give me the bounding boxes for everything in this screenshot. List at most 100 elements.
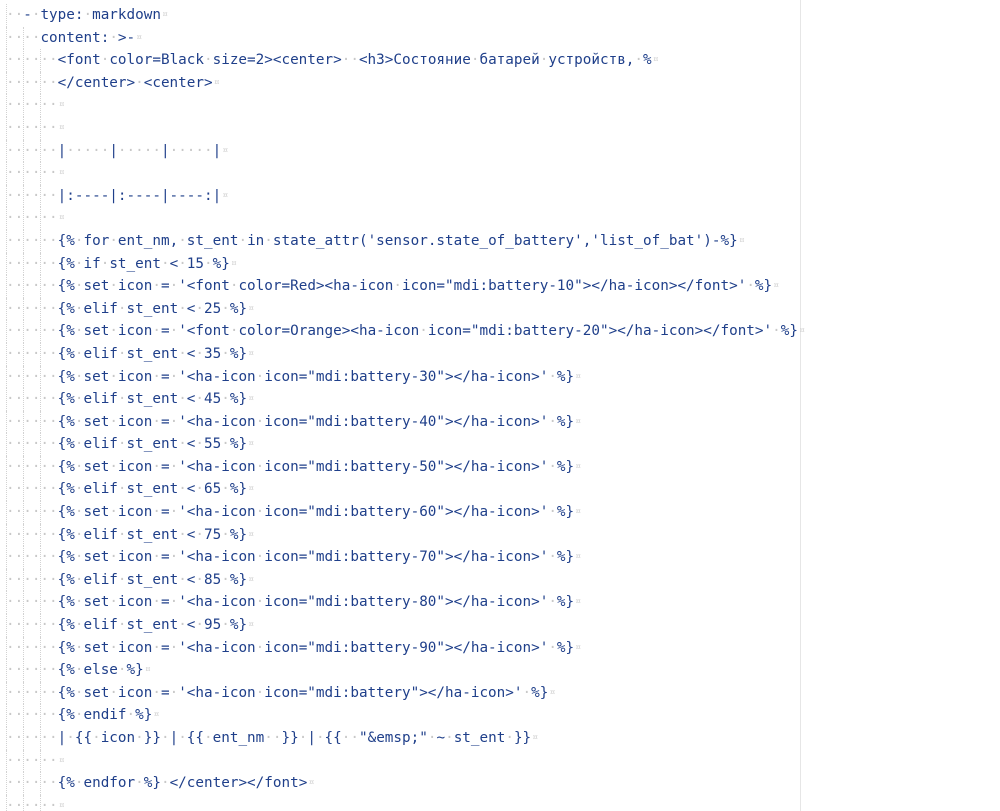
- indent-guide: [23, 320, 25, 343]
- code-line[interactable]: ······{%·elif·st_ent·<·95·%}¤: [6, 614, 805, 637]
- indent-guide: [40, 207, 42, 230]
- indent-guides: [6, 546, 96, 569]
- indent-guide: [23, 342, 25, 366]
- code-line[interactable]: ······¤: [6, 794, 805, 811]
- code-line[interactable]: ······{%·elif·st_ent·<·45·%}¤: [6, 388, 805, 411]
- indent-guide: [40, 568, 42, 592]
- indent-guides: [6, 275, 96, 298]
- code-line[interactable]: ······{%·set·icon·=·'<ha-icon·icon="mdi:…: [6, 501, 805, 524]
- line-text: {%·elif·st_ent·<·55·%}: [57, 436, 248, 453]
- indent-guide: [6, 94, 7, 117]
- leading-whitespace: ··: [6, 7, 24, 23]
- indent-guide: [23, 727, 25, 750]
- indent-guide: [6, 523, 7, 547]
- code-line[interactable]: ······{%·endfor·%}·</center></font>¤: [6, 772, 805, 795]
- indent-guide: [40, 772, 42, 795]
- code-line[interactable]: ······{%·set·icon·=·'<font·color=Red><ha…: [6, 275, 805, 298]
- code-line[interactable]: ······{%·elif·st_ent·<·65·%}¤: [6, 478, 805, 502]
- code-line[interactable]: ······{%·elif·st_ent·<·25·%}¤: [6, 297, 805, 321]
- code-line[interactable]: ······{%·elif·st_ent·<·75·%}¤: [6, 523, 805, 547]
- code-line[interactable]: ······¤: [6, 116, 805, 140]
- code-line[interactable]: ······|·{{·icon·}}·|·{{·ent_nm··}}·|·{{·…: [6, 727, 805, 750]
- indent-guide: [6, 794, 7, 811]
- code-line[interactable]: ······¤: [6, 207, 805, 230]
- code-line[interactable]: ······{%·set·icon·=·'<ha-icon·icon="mdi:…: [6, 546, 805, 569]
- code-line[interactable]: ······{%·set·icon·=·'<ha-icon·icon="mdi:…: [6, 636, 805, 660]
- line-text: {%·endfor·%}·</center></font>: [57, 775, 308, 792]
- indent-guides: [6, 749, 96, 773]
- code-line[interactable]: ······</center>·<center>¤: [6, 71, 805, 95]
- leading-whitespace: ······: [6, 752, 58, 769]
- indent-guides: [6, 365, 96, 389]
- leading-whitespace: ······: [6, 730, 58, 746]
- eol-marker: ¤: [58, 167, 65, 179]
- indent-guide: [6, 275, 7, 298]
- indent-guide: [23, 659, 25, 682]
- indent-guide: [6, 4, 7, 27]
- indent-guides: [6, 297, 96, 321]
- code-line[interactable]: ······{%·set·icon·=·'<ha-icon·icon="mdi:…: [6, 365, 805, 389]
- code-line[interactable]: ······|·····|·····|·····|¤: [6, 139, 805, 163]
- eol-marker: ¤: [58, 212, 65, 224]
- code-line[interactable]: ······|:----|:----|----:|¤: [6, 184, 805, 208]
- indent-guides: [6, 704, 96, 727]
- eol-marker: ¤: [58, 799, 65, 811]
- leading-whitespace: ······: [6, 345, 58, 362]
- leading-whitespace: ······: [6, 481, 58, 498]
- leading-whitespace: ······: [6, 368, 58, 385]
- line-text: |·{{·icon·}}·|·{{·ent_nm··}}·|·{{··"&ems…: [57, 730, 532, 746]
- indent-guide: [6, 320, 7, 343]
- indent-guide: [23, 704, 25, 727]
- code-line[interactable]: ······{%·elif·st_ent·<·55·%}¤: [6, 433, 805, 456]
- eol-marker: ¤: [153, 709, 160, 721]
- code-line[interactable]: ······{%·set·icon·=·'<ha-icon·icon="mdi:…: [6, 681, 805, 705]
- eol-marker: ¤: [248, 438, 255, 450]
- indent-guide: [6, 207, 7, 230]
- indent-guides: [6, 591, 96, 615]
- indent-guide: [23, 297, 25, 321]
- code-line[interactable]: ······¤: [6, 94, 805, 117]
- indent-guide: [6, 704, 7, 727]
- code-line[interactable]: ······{%·if·st_ent·<·15·%}¤: [6, 252, 805, 276]
- indent-guide: [6, 342, 7, 366]
- indent-guides: [6, 794, 96, 811]
- code-area[interactable]: ··-·type:·markdown¤····content:·>-¤·····…: [6, 4, 805, 811]
- eol-marker: ¤: [738, 234, 745, 246]
- code-line[interactable]: ······{%·set·icon·=·'<ha-icon·icon="mdi:…: [6, 455, 805, 479]
- eol-marker: ¤: [248, 347, 255, 359]
- code-line[interactable]: ······{%·else·%}¤: [6, 659, 805, 682]
- indent-guide: [6, 162, 7, 185]
- eol-marker: ¤: [575, 506, 582, 518]
- eol-marker: ¤: [575, 460, 582, 472]
- eol-marker: ¤: [248, 302, 255, 314]
- code-line[interactable]: ······{%·set·icon·=·'<ha-icon·icon="mdi:…: [6, 591, 805, 615]
- code-line[interactable]: ······¤: [6, 162, 805, 185]
- leading-whitespace: ······: [6, 142, 58, 159]
- code-line[interactable]: ······{%·elif·st_ent·<·35·%}¤: [6, 342, 805, 366]
- indent-guide: [23, 568, 25, 592]
- code-line[interactable]: ······{%·for·ent_nm,·st_ent·in·state_att…: [6, 229, 805, 253]
- eol-marker: ¤: [575, 641, 582, 653]
- code-line[interactable]: ······<font·color=Black·size=2><center>·…: [6, 49, 805, 72]
- code-line[interactable]: ······¤: [6, 749, 805, 773]
- indent-guide: [6, 184, 7, 208]
- code-line[interactable]: ······{%·endif·%}¤: [6, 704, 805, 727]
- leading-whitespace: ······: [6, 594, 58, 611]
- code-line[interactable]: ······{%·elif·st_ent·<·85·%}¤: [6, 568, 805, 592]
- eol-marker: ¤: [248, 528, 255, 540]
- indent-guide: [6, 229, 7, 253]
- indent-guide: [40, 388, 42, 411]
- indent-guide: [6, 410, 7, 434]
- code-line[interactable]: ······{%·set·icon·=·'<font·color=Orange>…: [6, 320, 805, 343]
- leading-whitespace: ······: [6, 549, 58, 566]
- line-text: {%·set·icon·=·'<ha-icon·icon="mdi:batter…: [57, 413, 575, 430]
- indent-guide: [40, 116, 42, 140]
- indent-guide: [23, 365, 25, 389]
- eol-marker: ¤: [58, 99, 65, 111]
- code-line[interactable]: ····content:·>-¤: [6, 26, 805, 50]
- eol-marker: ¤: [144, 664, 151, 676]
- code-line[interactable]: ······{%·set·icon·=·'<ha-icon·icon="mdi:…: [6, 410, 805, 434]
- indent-guides: [6, 727, 96, 750]
- code-line[interactable]: ··-·type:·markdown¤: [6, 4, 805, 27]
